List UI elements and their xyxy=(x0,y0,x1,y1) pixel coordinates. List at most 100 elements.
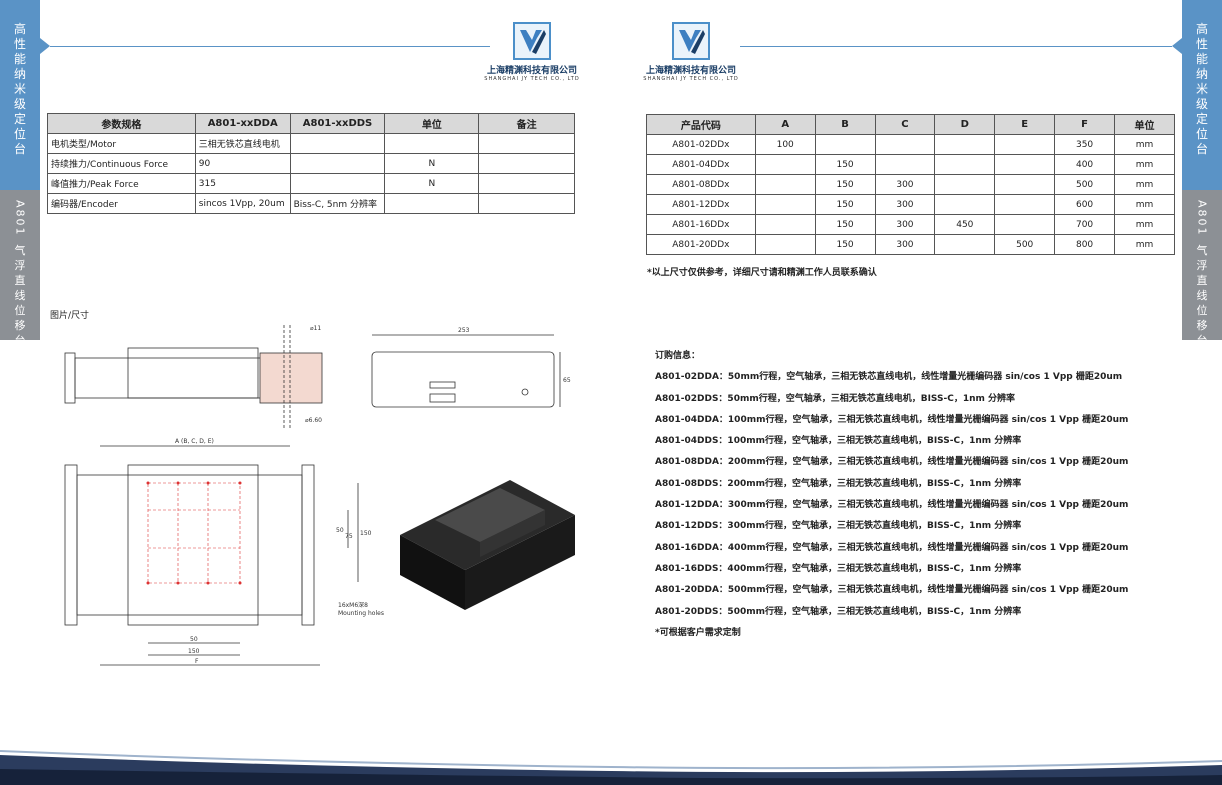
side-tab-category-right: 高性能纳米级定位台 xyxy=(1182,0,1222,190)
product-cell: 300 xyxy=(874,234,936,255)
product-cell: 100 xyxy=(754,134,816,155)
product-cell xyxy=(754,174,816,195)
header-unit: 单位 xyxy=(384,113,480,134)
product-cell: 150 xyxy=(814,154,876,175)
product-cell: 300 xyxy=(874,214,936,235)
spec-cell-unit: N xyxy=(384,153,480,174)
side-tab-model: A801 xyxy=(13,200,27,237)
product-cell: 150 xyxy=(814,234,876,255)
top-view-endplate-right xyxy=(301,464,315,626)
side-tab-char: 线 xyxy=(14,288,26,302)
spec-cell-dda: sincos 1Vpp, 20um xyxy=(194,193,291,214)
dim-holes-en: Mounting holes xyxy=(338,610,384,617)
spec-table: 参数规格 A801-xxDDA A801-xxDDS 单位 备注 电机类型/Mo… xyxy=(47,113,575,214)
product-header-cell: F xyxy=(1054,114,1116,135)
product-cell: 400 xyxy=(1054,154,1116,175)
product-cell: 500 xyxy=(1054,174,1116,195)
product-cell: 800 xyxy=(1054,234,1116,255)
dim-abcde: A (B, C, D, E) xyxy=(175,438,214,445)
ordering-line: A801-12DDA：300mm行程，空气轴承，三相无铁芯直线电机，线性增量光栅… xyxy=(655,500,1129,511)
ordering-line: A801-08DDA：200mm行程，空气轴承，三相无铁芯直线电机，线性增量光栅… xyxy=(655,457,1129,468)
spec-cell-param: 编码器/Encoder xyxy=(47,193,196,214)
side-tab-char: 移 xyxy=(14,318,26,332)
ordering-line: A801-04DDS：100mm行程，空气轴承，三相无铁芯直线电机，BISS-C… xyxy=(655,436,1022,447)
top-view-carriage xyxy=(127,464,259,626)
header-rule-left xyxy=(50,46,490,47)
side-tab-char: 浮 xyxy=(1196,258,1208,272)
ordering-line: A801-04DDA：100mm行程，空气轴承，三相无铁芯直线电机，线性增量光栅… xyxy=(655,414,1129,425)
ordering-title: 订购信息： xyxy=(655,351,701,361)
header-notch-right xyxy=(1172,38,1182,54)
dimension-note: *以上尺寸仅供参考，详细尺寸请和精渊工作人员联系确认 xyxy=(647,268,877,278)
product-cell xyxy=(994,154,1056,175)
side-tab-char: 台 xyxy=(13,142,26,156)
ordering-line: A801-02DDA：50mm行程，空气轴承，三相无铁芯直线电机，线性增量光栅编… xyxy=(655,372,1123,383)
dim-l150: 150 xyxy=(188,648,200,655)
spec-cell-dda: 90 xyxy=(194,153,291,174)
logo-mark-icon xyxy=(513,22,551,60)
side-tab-char: 高 xyxy=(13,22,26,36)
side-tab-char: 定 xyxy=(13,112,26,126)
dim-w253: 253 xyxy=(458,327,470,334)
side-tab-char: 台 xyxy=(1195,142,1208,156)
product-header-cell: 产品代码 xyxy=(646,114,756,135)
product-cell: 350 xyxy=(1054,134,1116,155)
side-tab-char: 直 xyxy=(14,273,26,287)
side-view-carriage xyxy=(127,347,259,399)
product-cell xyxy=(994,194,1056,215)
ordering-line: A801-20DDA：500mm行程，空气轴承，三相无铁芯直线电机，线性增量光栅… xyxy=(655,585,1129,596)
side-tab-char: 气 xyxy=(1196,243,1208,257)
stage-3d-render xyxy=(400,480,575,610)
product-cell: A801-08DDx xyxy=(646,174,756,195)
spec-cell-unit xyxy=(384,193,480,214)
ordering-line: A801-16DDS：400mm行程，空气轴承，三相无铁芯直线电机，BISS-C… xyxy=(655,563,1022,574)
spec-cell-note xyxy=(478,133,575,154)
spec-cell-param: 持续推力/Continuous Force xyxy=(47,153,196,174)
product-cell xyxy=(934,134,996,155)
technical-drawings: ⌀11 ⌀6.60 253 65 A (B, C, D, E) 50 150 F… xyxy=(64,325,575,666)
product-cell: A801-20DDx xyxy=(646,234,756,255)
product-header-cell: A xyxy=(754,114,816,135)
front-view-body xyxy=(371,351,555,408)
side-tab-char: 位 xyxy=(14,303,26,317)
spec-cell-note xyxy=(478,173,575,194)
side-tab-char: 性 xyxy=(1195,37,1208,51)
side-tab-char: 气 xyxy=(14,243,26,257)
product-cell: A801-02DDx xyxy=(646,134,756,155)
side-tab-char: 台 xyxy=(1196,333,1208,347)
product-cell: A801-16DDx xyxy=(646,214,756,235)
side-tab-char: 高 xyxy=(1195,22,1208,36)
dim-v150: 150 xyxy=(360,530,372,537)
side-tab-char: 能 xyxy=(1195,52,1208,66)
top-view-endplate-left xyxy=(64,464,78,626)
product-cell xyxy=(754,234,816,255)
side-tab-char: 能 xyxy=(13,52,26,66)
product-cell: mm xyxy=(1114,154,1175,175)
side-tab-char: 位 xyxy=(1196,303,1208,317)
side-tab-char: 纳 xyxy=(13,67,26,81)
side-tab-char: 性 xyxy=(13,37,26,51)
side-tab-char: 级 xyxy=(13,97,26,111)
dim-holes: 16xM6深8 xyxy=(338,601,368,609)
side-tab-char: 米 xyxy=(1195,82,1208,96)
product-cell: 500 xyxy=(994,234,1056,255)
product-header-cell: E xyxy=(994,114,1056,135)
dim-d11: ⌀11 xyxy=(310,325,321,332)
header-notch-left xyxy=(40,38,50,54)
side-view-endplate-left xyxy=(64,352,76,404)
product-cell: 150 xyxy=(814,174,876,195)
product-cell: 700 xyxy=(1054,214,1116,235)
product-cell xyxy=(934,174,996,195)
product-cell xyxy=(994,134,1056,155)
product-cell: 150 xyxy=(814,214,876,235)
ordering-footer: *可根据客户需求定制 xyxy=(655,627,741,638)
product-cell xyxy=(934,234,996,255)
logo-company-english: SHANGHAI JY TECH CO., LTD xyxy=(643,76,739,82)
